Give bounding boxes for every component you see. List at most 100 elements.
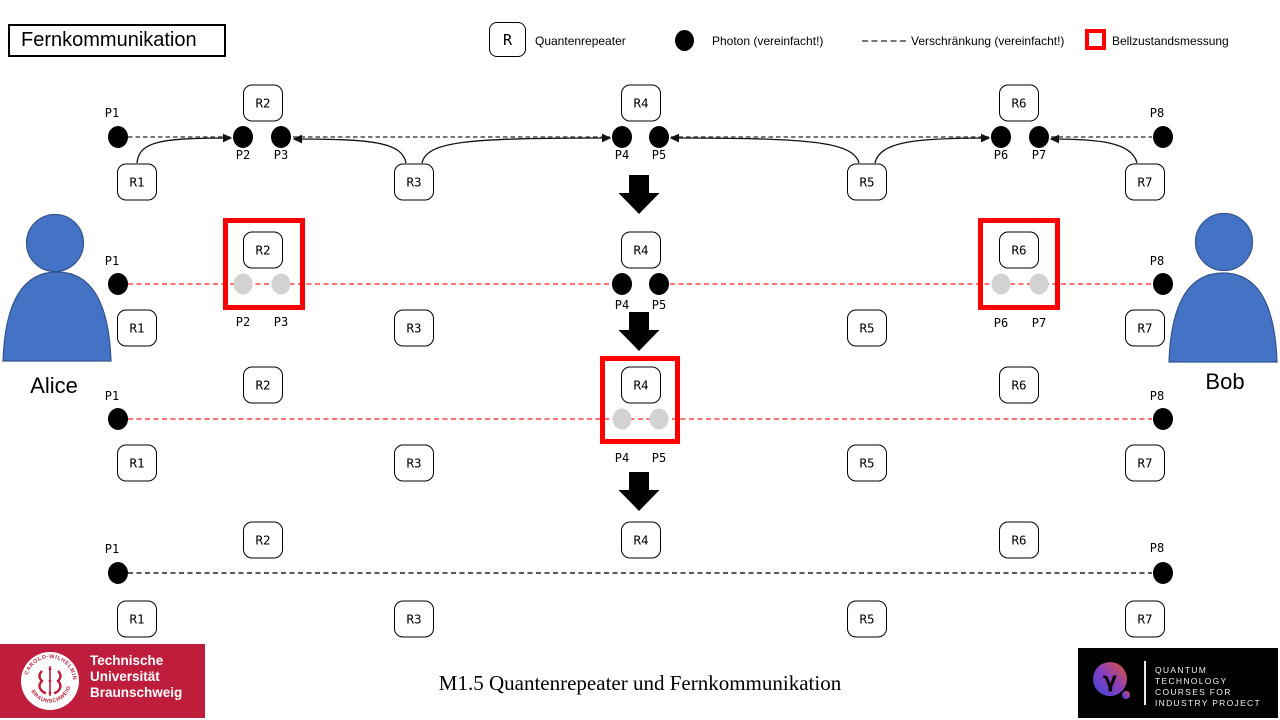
- photon-P5: [649, 408, 669, 430]
- photon-P5: [649, 273, 669, 295]
- legend-label-quantenrepeater: Quantenrepeater: [535, 34, 626, 48]
- photon-label-P8: P8: [1149, 106, 1165, 120]
- photon-label-P4: P4: [614, 148, 630, 162]
- photon-label-P1: P1: [104, 254, 120, 268]
- photon-P3: [271, 273, 291, 295]
- repeater-R3: R3: [394, 163, 434, 201]
- repeater-R5: R5: [847, 600, 887, 638]
- photon-label-P3: P3: [273, 315, 289, 329]
- photon-label-P5: P5: [651, 148, 667, 162]
- tu-braunschweig-logo: CAROLO-WILHELMINA BRAUNSCHWEIG Technisch…: [0, 644, 205, 718]
- photon-label-P1: P1: [104, 389, 120, 403]
- photon-emission-arrow: [421, 133, 612, 164]
- repeater-R6: R6: [999, 366, 1039, 404]
- photon-label-P3: P3: [273, 148, 289, 162]
- photon-label-P8: P8: [1149, 254, 1165, 268]
- repeater-R4: R4: [621, 521, 661, 559]
- photon-P4: [612, 126, 632, 148]
- photon-P1: [108, 273, 128, 295]
- repeater-R2: R2: [243, 521, 283, 559]
- down-arrow-icon: [618, 472, 660, 511]
- bell-measurement-box: [600, 356, 680, 444]
- photon-label-P8: P8: [1149, 389, 1165, 403]
- repeater-R6: R6: [999, 231, 1039, 269]
- photon-P8: [1153, 562, 1173, 584]
- photon-P1: [108, 126, 128, 148]
- repeater-R5: R5: [847, 444, 887, 482]
- photon-P2: [233, 273, 253, 295]
- entanglement-legend-icon: [862, 40, 906, 42]
- qtcip-line4: INDUSTRY PROJECT: [1155, 698, 1261, 708]
- photon-label-P5: P5: [651, 298, 667, 312]
- photon-emission-arrow: [136, 133, 233, 164]
- photon-P7: [1029, 126, 1049, 148]
- photon-P1: [108, 408, 128, 430]
- repeater-R7: R7: [1125, 163, 1165, 201]
- photon-label-P8: P8: [1149, 541, 1165, 555]
- bell-measurement-legend-icon: [1085, 29, 1106, 50]
- repeater-R3: R3: [394, 444, 434, 482]
- qtcip-line2: TECHNOLOGY: [1155, 676, 1228, 686]
- photon-legend-icon: [675, 30, 694, 51]
- repeater-R4: R4: [621, 231, 661, 269]
- repeater-R7: R7: [1125, 600, 1165, 638]
- page-title: Fernkommunikation: [8, 24, 226, 57]
- down-arrow-icon: [618, 312, 660, 351]
- bob-label: Bob: [1205, 369, 1245, 394]
- photon-P5: [649, 126, 669, 148]
- repeater-R1: R1: [117, 309, 157, 347]
- svg-text:γ: γ: [1103, 668, 1117, 692]
- photon-emission-arrow: [874, 133, 991, 164]
- photon-P8: [1153, 126, 1173, 148]
- alice-icon: [2, 213, 112, 362]
- legend-label-photon: Photon (vereinfacht!): [712, 34, 824, 48]
- bell-measurement-box: [978, 218, 1060, 310]
- repeater-R5: R5: [847, 163, 887, 201]
- repeater-R3: R3: [394, 600, 434, 638]
- photon-label-P5: P5: [651, 451, 667, 465]
- photon-label-P6: P6: [993, 148, 1009, 162]
- photon-label-P2: P2: [235, 315, 251, 329]
- photon-P2: [233, 126, 253, 148]
- tu-logo-line2: Universität: [90, 669, 160, 684]
- tu-logo-line1: Technische: [90, 653, 164, 668]
- tu-logo-line3: Braunschweig: [90, 685, 183, 700]
- repeater-R7: R7: [1125, 309, 1165, 347]
- photon-P7: [1029, 273, 1049, 295]
- alice-label: Alice: [30, 373, 78, 398]
- qtcip-divider: [1144, 661, 1146, 705]
- photon-emission-arrow: [669, 133, 860, 164]
- bob-icon: [1168, 212, 1278, 363]
- photon-P4: [612, 408, 632, 430]
- repeater-R1: R1: [117, 444, 157, 482]
- slide-title: M1.5 Quantenrepeater und Fernkommunikati…: [438, 671, 842, 695]
- repeater-R3: R3: [394, 309, 434, 347]
- photon-emission-arrow: [1049, 134, 1138, 164]
- photon-label-P4: P4: [614, 298, 630, 312]
- repeater-R7: R7: [1125, 444, 1165, 482]
- photon-P1: [108, 562, 128, 584]
- photon-label-P6: P6: [993, 316, 1009, 330]
- legend-label-bellzustandsmessung: Bellzustandsmessung: [1112, 34, 1229, 48]
- tu-seal-icon: CAROLO-WILHELMINA BRAUNSCHWEIG: [20, 651, 79, 710]
- qtcip-q-icon: γ: [1093, 662, 1130, 699]
- qtcip-line3: COURSES FOR: [1155, 687, 1232, 697]
- photon-label-P4: P4: [614, 451, 630, 465]
- photon-label-P1: P1: [104, 542, 120, 556]
- repeater-R6: R6: [999, 84, 1039, 122]
- repeater-R2: R2: [243, 231, 283, 269]
- repeater-R4: R4: [621, 84, 661, 122]
- repeater-R1: R1: [117, 163, 157, 201]
- repeater-legend-icon: R: [489, 22, 526, 57]
- photon-label-P1: P1: [104, 106, 120, 120]
- repeater-R2: R2: [243, 84, 283, 122]
- photon-label-P7: P7: [1031, 148, 1047, 162]
- photon-P4: [612, 273, 632, 295]
- repeater-R2: R2: [243, 366, 283, 404]
- photon-label-P2: P2: [235, 148, 251, 162]
- repeater-R4: R4: [621, 366, 661, 404]
- photon-emission-arrow: [292, 134, 407, 164]
- photon-P8: [1153, 273, 1173, 295]
